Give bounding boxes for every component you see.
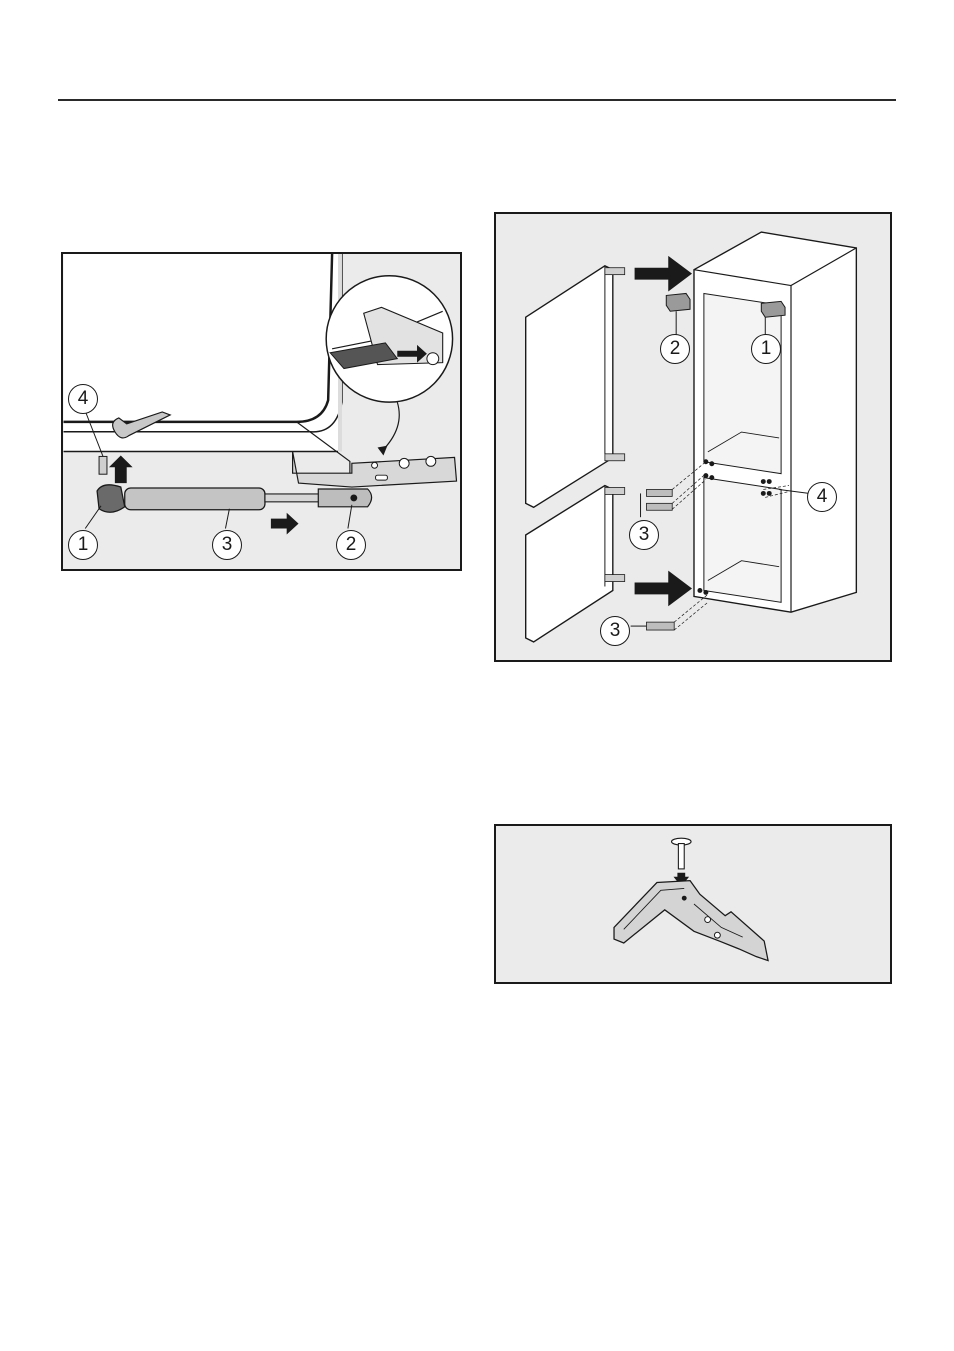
figure-strut-removal: 4 1 3 2 xyxy=(61,252,462,571)
callout-2: 2 xyxy=(336,530,366,560)
callout-4: 4 xyxy=(807,482,837,512)
figure-hinge-screw xyxy=(494,824,892,984)
header-rule xyxy=(58,99,896,101)
callout-3: 3 xyxy=(629,520,659,550)
cabinet-illustration xyxy=(496,214,890,660)
callout-3: 3 xyxy=(212,530,242,560)
callout-1: 1 xyxy=(68,530,98,560)
hinge-illustration xyxy=(496,826,890,982)
callout-2: 2 xyxy=(660,334,690,364)
figure-door-mounting: 2 1 3 4 3 xyxy=(494,212,892,662)
callout-1: 1 xyxy=(751,334,781,364)
callout-4: 4 xyxy=(68,384,98,414)
strut-illustration xyxy=(63,254,460,569)
callout-3: 3 xyxy=(600,616,630,646)
